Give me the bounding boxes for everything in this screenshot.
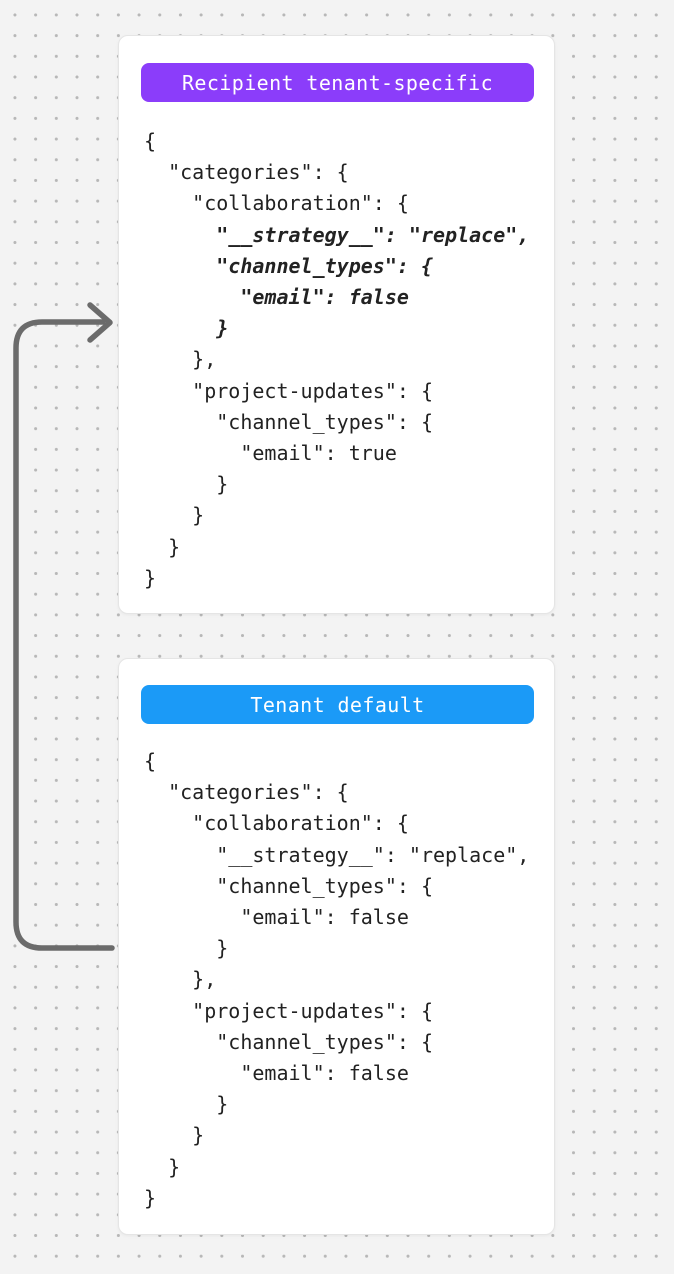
code-line: "__strategy__": "replace", — [144, 842, 530, 867]
code-line: } — [144, 503, 205, 528]
code-line: } — [144, 936, 229, 961]
code-line: }, — [144, 347, 217, 372]
arrow-head-icon — [87, 302, 113, 343]
code-line: } — [144, 1092, 229, 1117]
code-line: "categories": { — [144, 780, 349, 805]
code-line: "collaboration": { — [144, 191, 409, 216]
code-line: } — [144, 1185, 157, 1210]
code-block-tenant-default: { "categories": { "collaboration": { "__… — [144, 746, 536, 1214]
badge-tenant-default: Tenant default — [141, 685, 534, 724]
code-line: "email": false — [144, 905, 409, 930]
code-line: "email": false — [144, 1061, 409, 1086]
code-line: "project-updates": { — [144, 998, 433, 1023]
code-line: } — [144, 1123, 205, 1148]
code-line: } — [144, 534, 181, 559]
badge-recipient-tenant-specific: Recipient tenant-specific — [141, 63, 534, 102]
code-line: { — [144, 749, 157, 773]
code-line: { — [144, 129, 157, 153]
card-tenant-default: Tenant default { "categories": { "collab… — [118, 658, 555, 1235]
code-line: "collaboration": { — [144, 811, 409, 836]
code-line: "categories": { — [144, 160, 349, 185]
code-line: } — [144, 1154, 181, 1179]
card-recipient-tenant-specific: Recipient tenant-specific { "categories"… — [118, 35, 555, 614]
code-line: "email": true — [144, 441, 397, 466]
code-line: }, — [144, 967, 217, 992]
code-line: "channel_types": { — [144, 873, 433, 898]
code-line: } — [144, 316, 229, 341]
code-line: "channel_types": { — [144, 253, 433, 278]
code-line: "email": false — [144, 285, 409, 310]
code-line: } — [144, 565, 157, 590]
code-line: "channel_types": { — [144, 409, 433, 434]
code-line: "__strategy__": "replace", — [144, 222, 530, 247]
code-line: "project-updates": { — [144, 378, 433, 403]
arrow-shaft — [13, 319, 115, 951]
code-block-recipient-tenant-specific: { "categories": { "collaboration": { "__… — [144, 126, 536, 594]
code-line: } — [144, 472, 229, 497]
code-line: "channel_types": { — [144, 1029, 433, 1054]
